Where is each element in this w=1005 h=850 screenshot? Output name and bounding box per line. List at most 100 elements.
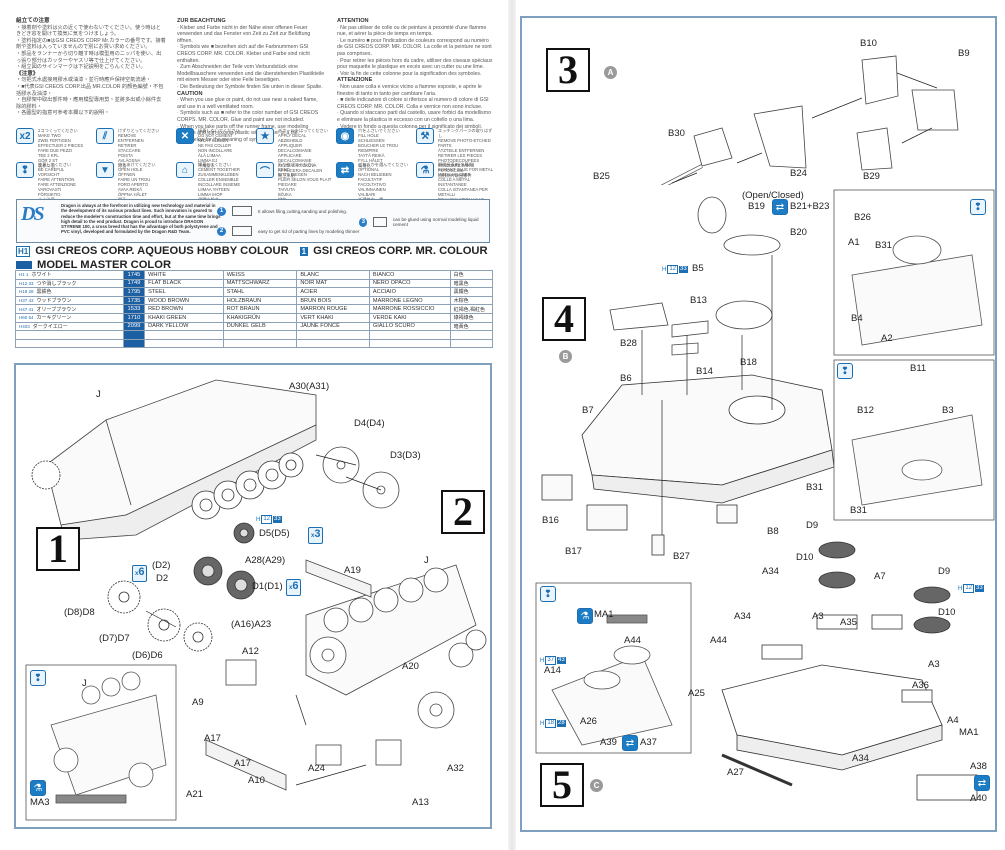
paint-code: H37 43 xyxy=(19,298,34,304)
part-label-a28: A28(A29) xyxy=(245,555,286,566)
part-label-d3: D3(D3) xyxy=(390,450,421,461)
color-fr-cell xyxy=(296,338,370,349)
color-fr-cell: BLANC xyxy=(296,270,370,280)
step-number-4: 4 xyxy=(542,297,586,341)
part-label-b21-b23: B21+B23 xyxy=(790,201,830,212)
part-label-a2: A2 xyxy=(881,333,893,344)
part-label-b13: B13 xyxy=(690,295,707,306)
legend-text: 穴をふさいでください FILL HOLE SCHLIESSEN BOUCHER … xyxy=(358,128,400,168)
color-en-cell xyxy=(144,330,224,340)
part-label-b24: B24 xyxy=(790,168,807,179)
color-mm-cell: 1710 xyxy=(122,312,146,323)
color-row xyxy=(15,330,494,340)
metal-glue-icon: ⚗ xyxy=(30,780,46,796)
part-label-b14: B14 xyxy=(696,366,713,377)
color-mm-cell xyxy=(122,330,146,340)
part-label-d7: (D7)D7 xyxy=(99,633,130,644)
mr-color-badge: 1 xyxy=(299,246,309,256)
color-name-ja: つや消しブラック xyxy=(36,280,77,287)
color-fr-cell: ACIER xyxy=(296,287,370,297)
note-item: ・■代表GSI CREOS CORP.出品 MR.COLOR 的顏色編號・不包括… xyxy=(16,83,164,97)
note-item: · ■ delle indicazioni di colore si rifer… xyxy=(337,97,489,110)
note-item: ・塗料指定の■はGSI CREOS CORP Mr.カラーの番号です。接着剤や塗… xyxy=(16,37,166,51)
color-de-cell: ROT BRAUN xyxy=(222,304,298,314)
color-it-cell xyxy=(368,338,451,349)
legend-item: ⌂接着してください CEMENT TOGETHER ZUSAMMENKLEBEN… xyxy=(176,162,256,202)
optional-icon: ⇄ xyxy=(974,775,990,791)
part-label-d6: (D6)D6 xyxy=(132,650,163,661)
feature-number: 3 xyxy=(359,217,368,227)
right-page: 3 A B10 B9 B30 B24 B29 B25 xyxy=(518,0,1005,850)
note-item: ・組立図のサインマークは下記説明をごらんください。 xyxy=(16,64,146,71)
road-wheels xyxy=(31,452,304,520)
legend-item: ⚒エッチングパーツの取りはずし REMOVE PHOTO-ETCHED PART… xyxy=(416,128,496,178)
notes-french-italian: ATTENTION · Ne pas utiliser de colle ou … xyxy=(337,18,495,130)
notes-heading: ATTENZIONE xyxy=(337,77,373,84)
legend-text: 穴をあけてください OPEN HOLE ÖFFNEN FAIRE UN TROU… xyxy=(118,162,156,202)
part-label-a34: A34 xyxy=(762,566,779,577)
sub-assembly-marker-c: C xyxy=(590,779,603,792)
part-label-a44: A44 xyxy=(710,635,727,646)
legend-item: ❢注意してください BE CAREFUL VORSICHT FAIRE ATTE… xyxy=(16,162,96,202)
part-label-b18: B18 xyxy=(740,357,757,368)
color-chart-header: H1 GSI CREOS CORP. AQUEOUS HOBBY COLOUR … xyxy=(16,244,496,272)
color-cn-cell xyxy=(449,338,494,349)
notes-heading: ATTENTION xyxy=(337,18,369,24)
be-careful-icon: ❢ xyxy=(837,363,853,379)
step-number-3: 3 xyxy=(546,48,590,92)
color-en-cell xyxy=(144,338,224,349)
color-cn-cell: 木棕色 xyxy=(449,295,494,306)
part-label-b29: B29 xyxy=(863,171,880,182)
legend-text: エッチングパーツの取りはずし REMOVE PHOTO-ETCHED PARTS… xyxy=(438,128,493,178)
part-label-a1: A1 xyxy=(848,237,860,248)
color-fr-cell xyxy=(296,330,370,340)
note-item: · When you use glue or paint, do not use… xyxy=(177,97,318,110)
legend-text: 注意してください BE CAREFUL VORSICHT FAIRE ATTEN… xyxy=(38,162,77,202)
part-label-j: J xyxy=(96,389,101,400)
part-label-ma1: MA1 xyxy=(959,727,979,738)
part-label-a40: A40 xyxy=(970,793,987,804)
part-label-a16-a23: (A16)A23 xyxy=(231,619,272,630)
feature-number: 1 xyxy=(217,206,226,216)
color-it-cell: BIANCO xyxy=(368,270,451,280)
aqueous-badge: H1 xyxy=(16,245,31,257)
aqueous-title: GSI CREOS CORP. AQUEOUS HOBBY COLOUR xyxy=(35,245,289,257)
color-de-cell: KHAKIGRÜN xyxy=(222,312,298,323)
legend-item: ⚗瞬間接着剤(金属用) INSTANT GLUE FOR METAL METAL… xyxy=(416,162,496,217)
legend-text: 折り曲げてください BEND BITTE BIEGEN PLIER SELON … xyxy=(278,162,332,202)
color-mm-cell: 2099 xyxy=(122,321,146,332)
part-label-ma1: MA1 xyxy=(594,609,614,620)
part-label-d5: D5(D5) xyxy=(259,528,290,539)
notes-japanese: 組立ての注意 ・接着剤や塗料は火の近くで使わないでください。使う時はときどき窓を… xyxy=(16,18,166,117)
be-careful-icon: ❢ xyxy=(970,199,986,215)
color-cn-cell: 綠褐綠色 xyxy=(449,312,494,323)
part-label-b25: B25 xyxy=(593,171,610,182)
part-label-j: J xyxy=(424,555,429,566)
legend-text: 接着してください CEMENT TOGETHER ZUSAMMENKLEBEN … xyxy=(198,162,241,202)
paint-code: H18 28 xyxy=(19,289,34,295)
legend-item: ▼穴をあけてください OPEN HOLE ÖFFNEN FAIRE UN TRO… xyxy=(96,162,176,202)
metal-glue-icon: ⚗ xyxy=(416,162,434,178)
note-item: ・自膠架中取出部件時・應用模型專用剪・並將多出或小餘件去除的膠料・ xyxy=(16,97,162,110)
color-mm-cell xyxy=(122,338,146,349)
color-en-cell: DARK YELLOW xyxy=(144,321,224,332)
part-label-a32: A32 xyxy=(447,763,464,774)
step2-assembly xyxy=(205,559,487,791)
part-label-d1: D1(D1) xyxy=(252,581,283,592)
legend-item: ⫽けずりとってください REMOVE ENTFERNEN RETIRER STA… xyxy=(96,128,176,168)
steps-1-2-drawing xyxy=(25,379,487,821)
part-label-a20: A20 xyxy=(402,661,419,672)
feature-text: It allows filing,cutting,sanding and pol… xyxy=(258,208,348,214)
open-hole-icon: ▼ xyxy=(96,162,114,178)
metal-glue-icon: ⚗ xyxy=(577,608,593,624)
part-label-a27: A27 xyxy=(727,767,744,778)
multiplier-badge: x6 xyxy=(286,579,302,596)
page-gutter xyxy=(508,0,516,850)
part-label-a17: A17 xyxy=(234,758,251,769)
remove-icon: ⫽ xyxy=(96,128,114,144)
